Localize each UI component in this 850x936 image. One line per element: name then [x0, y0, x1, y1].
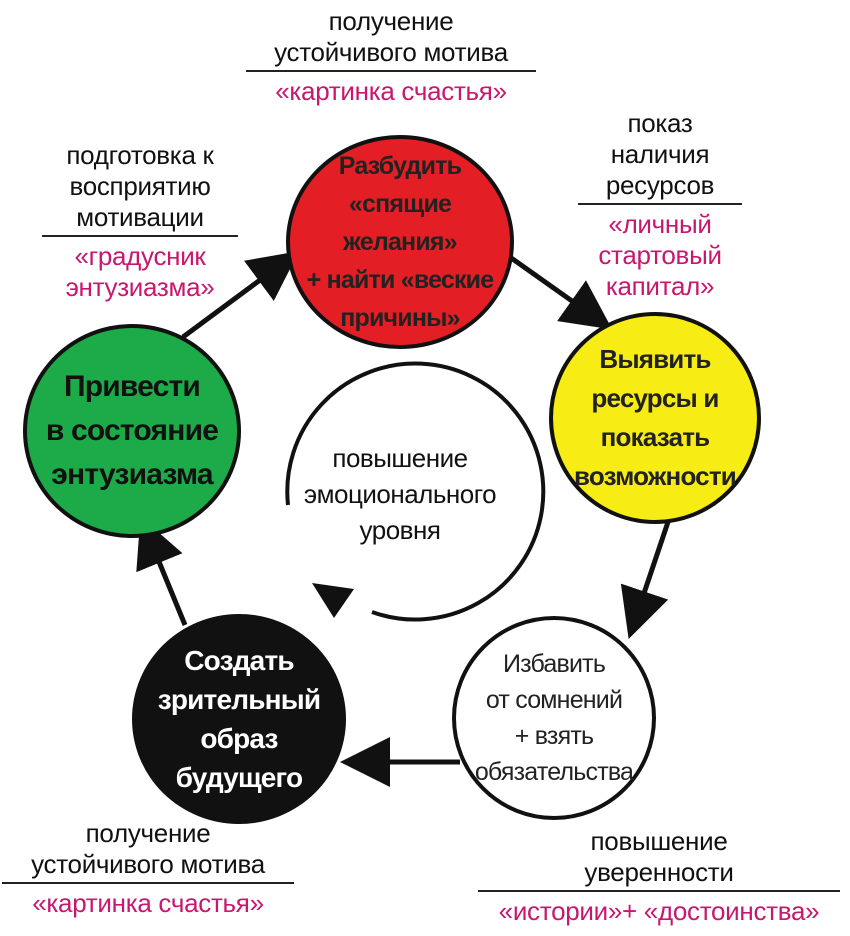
node-top-line-4: причины»: [340, 304, 460, 332]
inner-circular-arrow: [285, 361, 546, 622]
node-top-line-1: Разбудить: [338, 152, 462, 180]
caption-top-right-highlight-2: стартовый: [598, 240, 722, 270]
node-bottom-right-line-1: Избавить: [502, 650, 606, 678]
caption-bottom-right-line-2: уверенности: [584, 857, 734, 887]
node-bottom-left-line-3: образ: [200, 723, 278, 754]
caption-top-right-highlight-3: капитал»: [605, 271, 715, 301]
caption-bottom-left-line-2: устойчивого мотива: [31, 849, 265, 879]
node-top-line-2: «спящие желания»: [343, 190, 457, 256]
caption-top-left-line-3: мотивации: [76, 202, 204, 232]
caption-top-left-line-2: восприятию: [69, 171, 211, 201]
caption-top-right-divider: [578, 203, 742, 205]
node-bottom-right-line-3: + взять: [514, 722, 594, 750]
caption-top-right-line-2: наличия: [610, 139, 710, 169]
node-wake-desires: Разбудить «спящие желания» + найти «веск…: [286, 135, 514, 349]
caption-bottom-right-highlight: «истории»+ «достоинства»: [498, 896, 820, 926]
caption-top-line-2: устойчивого мотива: [274, 37, 508, 67]
caption-top: получение устойчивого мотива «картинка с…: [246, 6, 536, 107]
node-identify-resources: Выявить ресурсы и показать возможности: [549, 312, 761, 524]
inner-arrowhead: [312, 583, 354, 618]
node-left-line-1: Привести: [63, 370, 201, 403]
caption-top-right-highlight-1: «личный: [608, 209, 712, 239]
caption-bottom-right-divider: [478, 890, 840, 892]
node-bring-to-enthusiasm: Привести в состояние энтузиазма: [23, 324, 241, 538]
caption-bottom-left: получение устойчивого мотива «картинка с…: [2, 818, 294, 919]
caption-top-divider: [246, 70, 536, 72]
arrow-right-to-bottom-right: [620, 521, 671, 639]
node-left-line-3: энтузиазма: [51, 458, 213, 491]
node-top-line-3: + найти «веские: [306, 266, 494, 294]
center-line-1: повышение: [332, 443, 468, 473]
node-right-line-4: возможности: [574, 461, 737, 491]
caption-bottom-right-line-1: повышение: [590, 826, 728, 856]
node-left-line-2: в состояние: [45, 414, 219, 447]
caption-bottom-left-highlight: «картинка счастья»: [32, 888, 264, 918]
node-bottom-left-line-4: будущего: [175, 762, 303, 793]
center-line-3: уровня: [359, 515, 441, 545]
caption-top-left: подготовка к восприятию мотивации «граду…: [42, 140, 238, 303]
center-line-2: эмоционального: [303, 479, 497, 509]
node-bottom-right-line-2: от сомнений: [485, 686, 623, 714]
caption-top-line-1: получение: [328, 6, 454, 36]
caption-bottom-right: повышение уверенности «истории»+ «достои…: [478, 826, 840, 927]
center-label: повышение эмоционального уровня: [300, 440, 500, 548]
node-bottom-right-line-4: обязательства: [474, 758, 634, 786]
node-right-line-1: Выявить: [599, 344, 711, 374]
caption-top-left-highlight-2: энтузиазма»: [65, 272, 215, 302]
arrow-left-to-top: [181, 251, 300, 340]
node-bottom-left-line-1: Создать: [184, 645, 294, 676]
arrow-top-to-right: [505, 252, 613, 330]
node-create-visual-image: Создать зрительный образ будущего: [132, 614, 346, 824]
caption-bottom-left-line-1: получение: [85, 818, 211, 848]
node-right-line-3: показать: [600, 422, 711, 452]
node-bottom-left-line-2: зрительный: [157, 684, 321, 715]
arrow-bottom-left-to-left: [136, 516, 188, 626]
caption-top-right-line-1: показ: [627, 108, 693, 138]
caption-top-left-line-1: подготовка к: [66, 140, 214, 170]
caption-top-left-divider: [42, 235, 238, 237]
caption-top-left-highlight-1: «градусник: [74, 241, 206, 271]
caption-top-highlight: «картинка счастья»: [275, 76, 507, 106]
caption-bottom-left-divider: [2, 882, 294, 884]
node-remove-doubts: Избавить от сомнений + взять обязательст…: [452, 616, 656, 820]
caption-top-right-line-3: ресурсов: [605, 170, 715, 200]
caption-top-right: показ наличия ресурсов «личный стартовый…: [578, 108, 742, 302]
node-right-line-2: ресурсы и: [591, 383, 719, 413]
